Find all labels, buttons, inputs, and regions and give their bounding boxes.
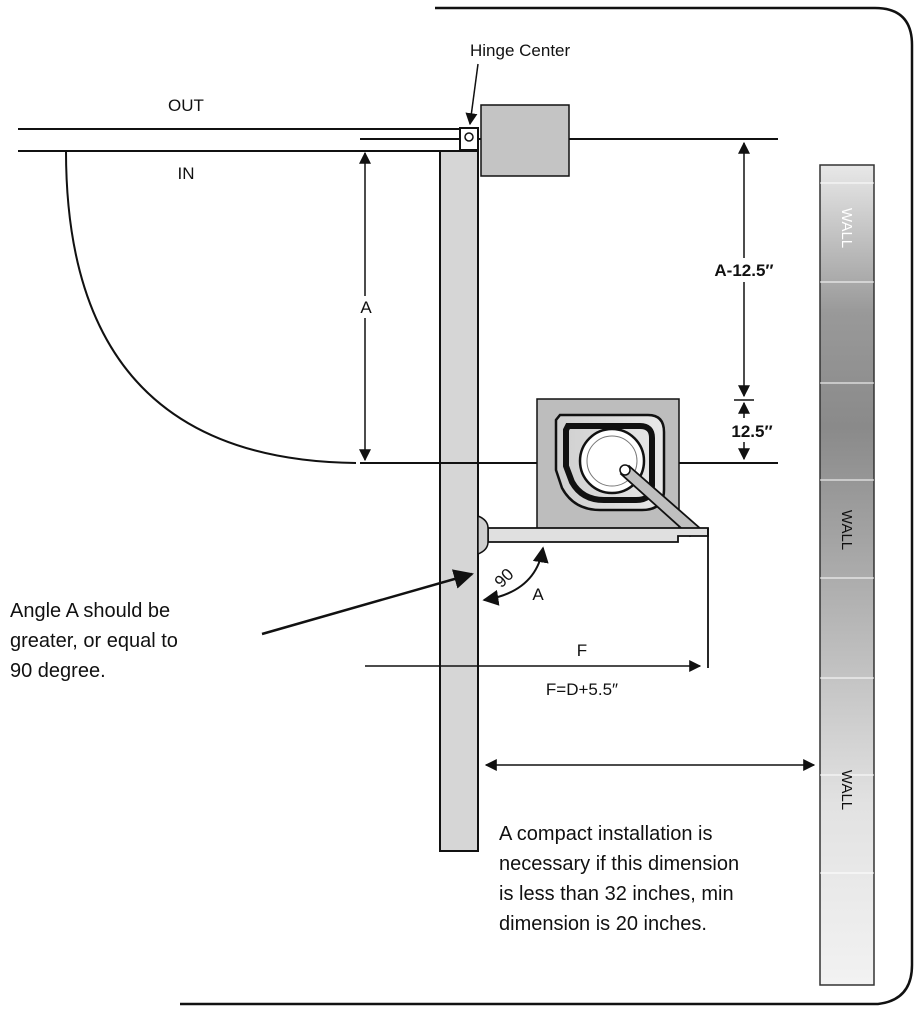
wall-label-middle: WALL (838, 510, 855, 550)
compact-note-line-2: necessary if this dimension (499, 853, 739, 875)
hinge-center-label: Hinge Center (470, 41, 571, 60)
gate-panel-open (439, 150, 479, 852)
gate-bracket-mount (477, 514, 489, 556)
hinge-pin (459, 127, 479, 151)
wall-seams (820, 182, 874, 874)
angle-note-leader (261, 569, 474, 636)
angle-note-line-3: 90 degree. (10, 660, 106, 682)
out-label: OUT (168, 96, 204, 115)
dim-f-label: F (577, 641, 587, 660)
hinge-center-leader (465, 63, 479, 126)
frame-border (180, 6, 914, 1006)
hinge-center-dot (464, 132, 474, 142)
angle-a-arc (482, 546, 549, 606)
wall (819, 164, 875, 986)
compact-note: A compact installation is necessary if t… (499, 823, 745, 935)
angle-note-line-1: Angle A should be (10, 600, 170, 622)
angle-name-label: A (532, 585, 544, 604)
dim-offset-label: 12.5″ (731, 422, 772, 441)
dim-a-minus-label: A-12.5″ (714, 261, 773, 280)
wall-label-bottom: WALL (838, 770, 855, 810)
in-label: IN (178, 164, 195, 183)
compact-note-line-1: A compact installation is (499, 823, 712, 845)
angle-note: Angle A should be greater, or equal to 9… (10, 600, 183, 682)
f-formula-label: F=D+5.5″ (546, 680, 618, 699)
wall-label-top: WALL (838, 208, 855, 248)
dim-a-label: A (360, 298, 372, 317)
compact-note-line-3: is less than 32 inches, min (499, 883, 734, 905)
compact-note-line-4: dimension is 20 inches. (499, 913, 707, 935)
gate-bracket-arm (487, 527, 709, 543)
gate-closed-lines (18, 128, 778, 152)
gate-swing-arc (65, 150, 357, 464)
hinge-bracket (480, 104, 570, 177)
angle-value-label: 90 (491, 565, 518, 592)
angle-note-line-2: greater, or equal to (10, 630, 178, 652)
